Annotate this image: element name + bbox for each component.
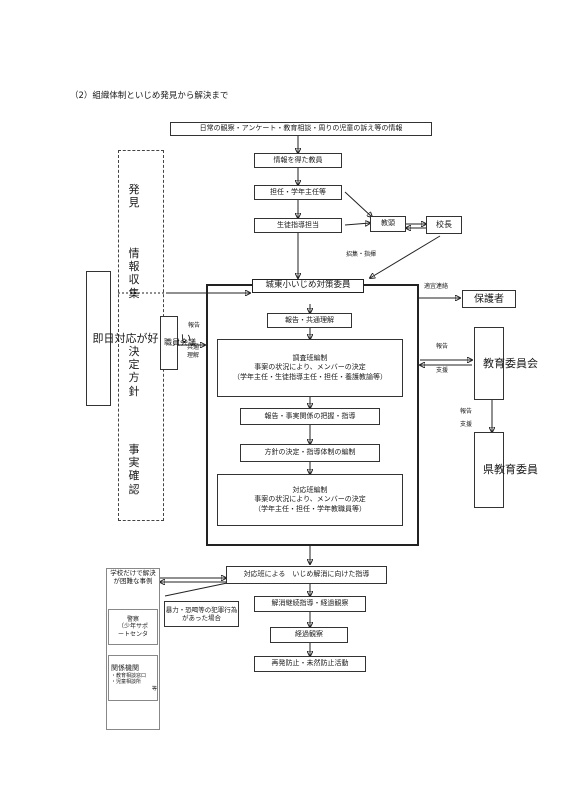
staff-report-label: 報告 — [188, 322, 201, 329]
pref-board-box: 県教育委員 — [474, 432, 538, 508]
contact-label: 適宜連絡 — [424, 283, 449, 290]
committee-title: 城東小いじめ対策委員 — [252, 279, 364, 293]
pref-support-label: 支援 — [460, 421, 473, 428]
discovery-label: 発見 — [128, 183, 140, 210]
response-team-box: 対応班編制 事案の状況により、メンバーの決定 （学年主任・担任・学年教職員等） — [217, 474, 403, 526]
response-guidance-box: 対応班による いじめ解消に向けた指導 — [226, 566, 387, 584]
prevention-box: 再発防止・未然防止活動 — [254, 656, 366, 672]
arrow-homeroom-vp — [344, 191, 372, 217]
fact-label: 事実確認 — [128, 443, 140, 496]
continue-observe-box: 解消継続指導・経過観察 — [254, 596, 366, 612]
observe-box: 経過観察 — [270, 627, 348, 643]
page-heading: （2）組織体制といじめ発見から解決まで — [70, 91, 229, 101]
arrow-guidance-vp — [344, 223, 370, 225]
staff-share-label: 共通理解 — [186, 344, 199, 359]
guidance-box: 生徒指導担当 — [254, 218, 342, 233]
investigation-team-box: 調査班編制 事案の状況により、メンバーの決定 （学年主任・生徒指導主任・担任・養… — [217, 339, 403, 397]
info-sources-box: 日常の観察・アンケート・教育相談・周りの児童の訴え等の情報 — [170, 122, 432, 136]
committee-step4: 方針の決定・指導体制の編制 — [240, 444, 380, 462]
vice-principal-box: 教頭 — [370, 216, 406, 232]
guardian-box: 保護者 — [462, 290, 516, 308]
board-box: 教育委員会 — [474, 327, 538, 400]
homeroom-box: 担任・学年主任等 — [254, 185, 342, 200]
police-box: 警察 （少年サポ ートセンタ — [108, 609, 158, 645]
convene-label: 招集・指揮 — [346, 251, 377, 258]
decision-label: 決定方針 — [128, 345, 140, 398]
board-support-label: 支援 — [436, 367, 449, 374]
info-label: 情報収集 — [128, 247, 140, 300]
committee-step1: 報告・共通理解 — [267, 313, 352, 328]
immediate-response-box: 即日対応が好ましい — [86, 271, 192, 406]
principal-box: 校長 — [426, 216, 462, 234]
difficult-cases-label: 学校だけで解決が困難な事例 — [110, 569, 156, 586]
committee-step3: 報告・事実関係の把握・指導 — [240, 408, 380, 425]
teacher-box: 情報を得た教員 — [254, 153, 342, 168]
staff-meeting-box: 職員会議 — [160, 316, 196, 370]
board-report-label: 報告 — [436, 343, 449, 350]
agencies-box: 関係機関 ・教育相談窓口 ・児童相談所 等 — [108, 655, 158, 701]
violence-box: 暴力・恐喝等の犯罪行為があった場合 — [164, 601, 239, 627]
pref-report-label: 報告 — [460, 408, 473, 415]
arrow-principal-committee — [370, 235, 441, 278]
external-cases-frame — [106, 568, 160, 730]
line-violence — [164, 581, 233, 597]
